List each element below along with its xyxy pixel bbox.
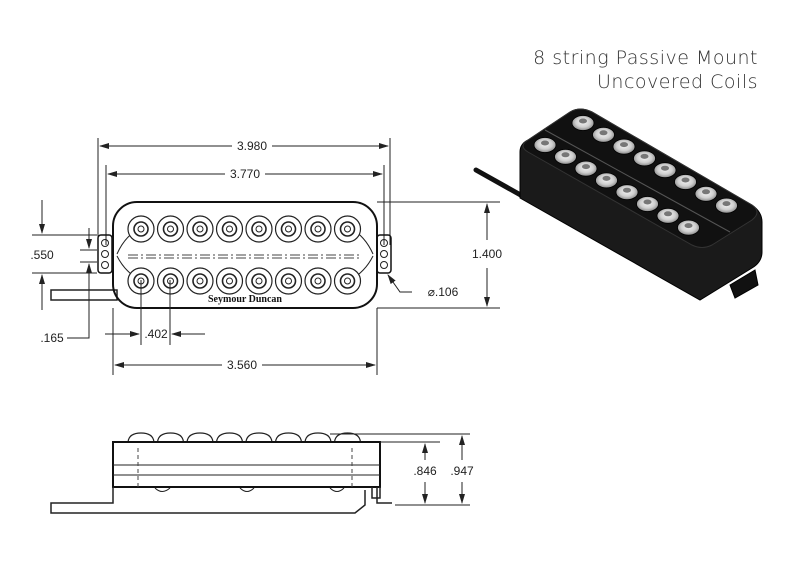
pole-piece [333,215,362,243]
pickup-body [112,201,378,309]
pole-piece [274,267,303,295]
pole-piece [215,215,244,243]
pole-piece [186,267,214,295]
dim-hole-diameter: ⌀.106 [428,285,459,299]
pole-piece [274,215,303,243]
pole-piece-iso [533,137,557,153]
pole-piece-iso [612,138,636,155]
pole-cap [127,432,155,443]
dim-pole-span: 3.560 [227,358,257,372]
pole-cap [156,432,185,443]
pole-cap [245,432,273,443]
pole-pieces-iso [533,115,738,236]
pole-row-top [127,215,362,243]
dim-tab-offset: .165 [40,331,64,345]
pole-piece-iso [571,115,595,131]
pole-piece [333,267,362,295]
title-line-1: 8 string Passive Mount [533,47,758,69]
pole-piece [156,215,185,243]
pole-cap [215,432,244,443]
pole-piece-iso [574,160,598,177]
pole-caps-side [127,432,362,443]
dim-overall-height: .947 [450,464,474,478]
lead-wire [50,289,118,301]
dim-body-length: 3.770 [230,167,260,181]
pole-piece-iso [656,207,680,224]
dim-tab-height: .550 [30,248,54,262]
pole-piece [304,267,332,295]
pole-cap [186,432,214,443]
pole-piece [127,215,155,243]
pole-piece-iso [592,126,615,143]
pole-piece-iso [677,219,700,236]
pole-piece-iso [674,174,697,190]
dim-body-height: .846 [413,464,437,478]
pole-cap [333,432,362,443]
mount-tab-iso [729,269,759,299]
pole-piece-iso [615,184,639,201]
dim-pole-spacing: .402 [144,327,168,341]
pole-piece [186,215,214,243]
pole-piece-iso [633,150,656,167]
pole-cap [304,432,332,443]
pole-cap [274,432,303,443]
pole-piece [215,267,244,295]
mount-tab-left [97,234,113,274]
pole-piece-iso [715,197,738,214]
pole-piece-iso [636,196,659,212]
dim-width: 1.400 [472,247,502,261]
pole-piece [304,215,332,243]
pole-piece-iso [554,148,577,165]
side-view: .846 .947 [50,432,474,514]
pole-piece-iso [694,185,718,202]
title-line-2: Uncovered Coils [597,71,758,93]
pole-piece-iso [653,162,677,179]
dim-overall-length: 3.980 [237,139,267,153]
pole-piece [245,267,273,295]
top-view: 3.980 3.770 Seymour Duncan 1.400 [30,138,502,375]
brand-label: Seymour Duncan [208,294,282,305]
pole-piece-iso [595,172,618,189]
isometric-view [473,108,763,301]
pole-piece [245,215,273,243]
pole-row-bottom [127,267,362,295]
